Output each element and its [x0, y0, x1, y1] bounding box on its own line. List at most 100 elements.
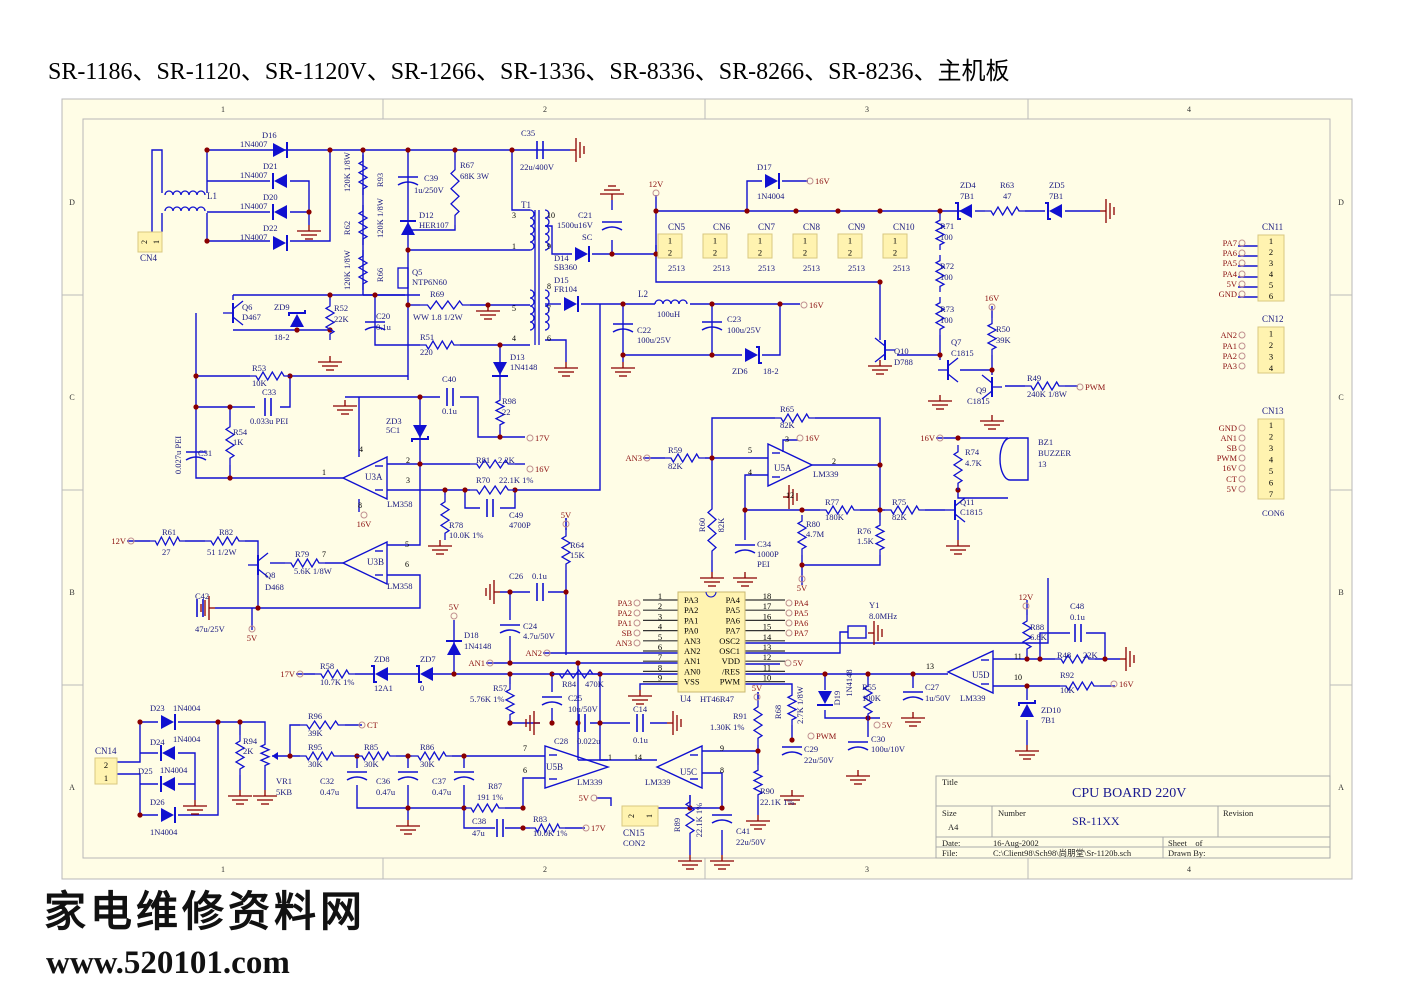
component-value-c33: 0.033u PEI — [250, 416, 288, 426]
zone-letter-right: B — [1338, 588, 1343, 597]
component-ref-r51: R51 — [420, 332, 434, 342]
component-ref-d15: D15 — [554, 275, 569, 285]
component-value-r76: 1.5K — [857, 536, 875, 546]
revision-label: Revision — [1223, 808, 1254, 818]
net-port-icon — [360, 511, 368, 519]
zone-number-top: 2 — [543, 105, 547, 114]
component-value-r52: 22K — [334, 314, 350, 324]
watermark-site-name: 家电维修资料网 — [44, 887, 367, 936]
capacitor-symbol — [701, 321, 723, 331]
component-ref-cn14: CN14 — [95, 746, 117, 756]
component-value-q6: D467 — [242, 312, 261, 322]
ground-icon — [554, 362, 578, 377]
junction-dot — [937, 352, 943, 358]
component-value-r61: 27 — [162, 547, 171, 557]
net-label-ct: CT — [367, 720, 379, 730]
net-label-16v: 16V — [815, 176, 831, 186]
component-value-r73: 100 — [940, 315, 953, 325]
component-value-c24: 4.7u/50V — [523, 631, 556, 641]
component-ref-d16: D16 — [262, 130, 277, 140]
component-ref-r52: R52 — [334, 303, 348, 313]
component-value-q8: D468 — [265, 582, 284, 592]
diode-triangle — [765, 174, 778, 188]
junction-dot — [509, 147, 515, 153]
resistor-symbol — [224, 420, 236, 465]
wire — [500, 490, 516, 509]
ground-icon — [183, 800, 207, 815]
net-label-pa1: PA1 — [1223, 341, 1237, 351]
net-label-16v: 16V — [985, 293, 1001, 303]
opamp-u5c — [655, 744, 703, 790]
diode-triangle — [401, 222, 415, 235]
component-ref-r55: R55 — [862, 682, 876, 692]
component-ref-d19: D19 — [832, 691, 842, 706]
net-port-icon — [1238, 331, 1246, 339]
component-value-d18: 1N4148 — [464, 641, 491, 651]
component-value-r93: 120K 1/8W — [375, 198, 385, 238]
transistor-emitter — [257, 568, 269, 578]
component-ref-q8: Q8 — [265, 570, 275, 580]
pin-number: 2 — [406, 456, 410, 465]
component-value2-bz1: 13 — [1038, 459, 1047, 469]
component-value-r81: 2.2K — [498, 455, 516, 465]
ground-icon — [846, 770, 870, 785]
wire — [117, 721, 158, 763]
resistor-symbol — [1060, 680, 1100, 692]
resistor-symbol — [786, 690, 798, 725]
connector-pin-number: 3 — [1269, 443, 1273, 453]
zener-diode-symbol — [955, 202, 972, 220]
component-value-d15: FR104 — [554, 284, 578, 294]
capacitor-plate — [499, 629, 521, 634]
component-ref-u5b: U5B — [546, 762, 563, 772]
net-port-icon — [248, 625, 256, 633]
junction-dot — [451, 671, 457, 677]
junction-dot — [709, 455, 715, 461]
resistor-symbol — [324, 300, 336, 340]
transistor-symbol — [248, 552, 269, 578]
capacitor-symbol — [397, 771, 419, 781]
component-ref-r69: R69 — [430, 289, 444, 299]
diode-triangle — [575, 247, 588, 261]
junction-dot — [799, 562, 805, 568]
junction-dot — [709, 301, 715, 307]
resistor-symbol — [820, 504, 860, 516]
connector-pin-number: 1 — [848, 236, 852, 246]
component-value-c36: 0.47u — [376, 787, 396, 797]
junction-dot — [405, 247, 411, 253]
component-ref-l2: L2 — [638, 289, 648, 299]
diode-triangle — [745, 348, 758, 362]
wire — [387, 397, 421, 546]
resistor-symbol — [874, 520, 886, 555]
wire — [711, 417, 775, 458]
resistor-symbol — [775, 412, 815, 424]
junction-dot — [653, 208, 659, 214]
capacitor-plate — [346, 776, 368, 781]
component-ref-c38: C38 — [472, 816, 486, 826]
resistor-symbol — [934, 255, 946, 292]
net-port-icon — [785, 619, 793, 627]
connector-pin-number: 2 — [104, 760, 108, 770]
junction-dot — [709, 352, 715, 358]
net-label-pwm: PWM — [1217, 453, 1238, 463]
wire — [151, 149, 163, 232]
ground-icon — [868, 621, 883, 645]
junction-dot — [462, 487, 468, 493]
component-ref-zd9: ZD9 — [274, 302, 290, 312]
wire — [746, 180, 762, 211]
ic-pin-name: PA4 — [726, 595, 741, 605]
component-ref-r92: R92 — [1060, 670, 1074, 680]
component-value-cn8: 2513 — [803, 263, 820, 273]
diode-symbol — [161, 714, 176, 730]
capacitor-symbol — [847, 741, 869, 751]
junction-dot — [742, 507, 748, 513]
pin-number: 13 — [926, 662, 934, 671]
zener-bar — [756, 346, 762, 364]
transistor-symbol — [981, 374, 1002, 400]
net-port-icon — [526, 465, 534, 473]
resistor-symbol — [356, 750, 396, 762]
component-ref-y1: Y1 — [869, 600, 879, 610]
diode-triangle — [274, 205, 287, 219]
component-value-zd4: 7B1 — [960, 191, 974, 201]
net-port-icon — [1238, 342, 1246, 350]
